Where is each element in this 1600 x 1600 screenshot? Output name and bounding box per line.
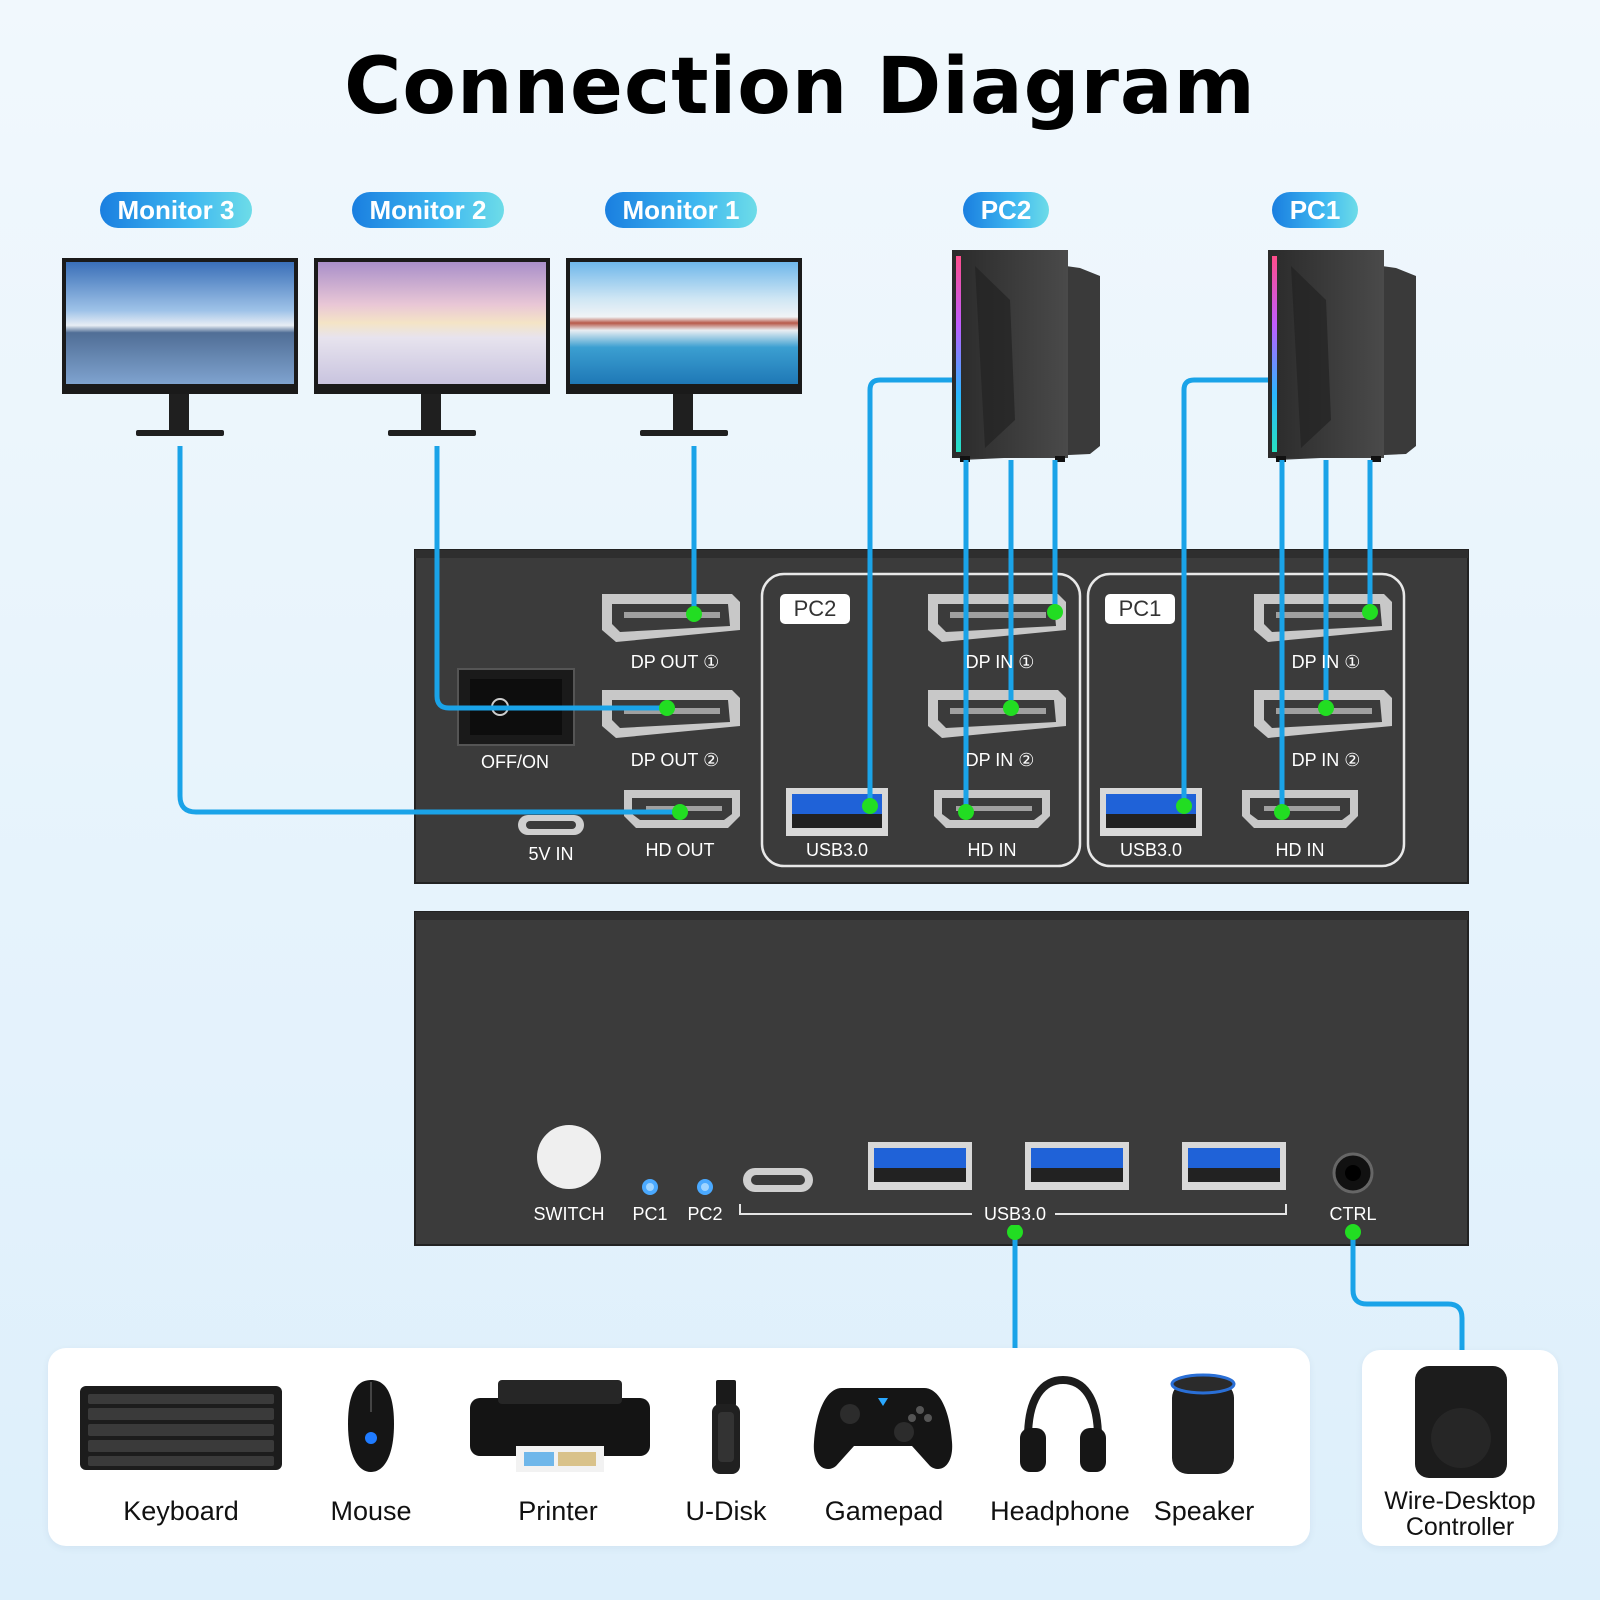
device-mouse-label: Mouse [330, 1496, 412, 1526]
front-usb-port-1[interactable] [868, 1142, 972, 1190]
harbor-village-wallpaper [570, 262, 798, 384]
controller-label: Wire-Desktop Controller [1384, 1487, 1536, 1541]
pc1-port-group [1086, 572, 1406, 868]
switch-label: SWITCH [533, 1204, 605, 1224]
pc1-led-label: PC1 [632, 1204, 668, 1224]
switch-button[interactable] [537, 1125, 601, 1189]
pc1-tower [1268, 250, 1416, 462]
page-title: Connection Diagram [344, 42, 1256, 132]
device-printer-label: Printer [518, 1496, 598, 1526]
device-gamepad-label: Gamepad [824, 1496, 944, 1526]
pc1-group-badge: PC1 [1105, 594, 1175, 624]
pc1-hdmi-in-port[interactable] [1242, 790, 1358, 828]
keyboard-icon [80, 1386, 282, 1470]
pc2-led-label: PC2 [687, 1204, 723, 1224]
pc1-dp-in-1-label: DP IN ① [1291, 652, 1361, 672]
speaker-icon [1170, 1373, 1236, 1474]
monitor-3 [62, 258, 298, 438]
pc1-hd-in-label: HD IN [1275, 840, 1325, 860]
pc2-tower [952, 250, 1100, 462]
desktop-controller-icon [1415, 1366, 1507, 1478]
pc2-group-badge: PC2 [780, 594, 850, 624]
pc2-dp-in-2-label: DP IN ② [965, 750, 1035, 770]
printer-icon [470, 1380, 650, 1472]
power-in-label: 5V IN [528, 844, 574, 864]
controller-card: Wire-Desktop Controller [1362, 1350, 1558, 1546]
usb-hub-label: USB3.0 [975, 1204, 1055, 1225]
front-panel [414, 911, 1469, 1246]
connection-dots [659, 604, 1378, 1240]
front-usb-port-2[interactable] [1025, 1142, 1129, 1190]
pc2-dp-in-1-label: DP IN ① [965, 652, 1035, 672]
front-usb-port-3[interactable] [1182, 1142, 1286, 1190]
mouse-icon [348, 1380, 394, 1472]
pc2-usb-label: USB3.0 [805, 840, 869, 860]
pc1-label: PC1 [1272, 192, 1358, 228]
device-speaker-label: Speaker [1153, 1496, 1255, 1526]
pc1-dp-in-2-label: DP IN ② [1291, 750, 1361, 770]
winter-trees-wallpaper [318, 262, 546, 384]
pc1-usb-label: USB3.0 [1119, 840, 1183, 860]
pc2-hdmi-in-port[interactable] [934, 790, 1050, 828]
dp-out-1-label: DP OUT ① [630, 652, 720, 672]
pc2-port-group [760, 572, 1082, 868]
hd-out-label: HD OUT [645, 840, 715, 860]
peripheral-devices-card: Keyboard Mouse Printer U-Disk Gamepad He… [48, 1348, 1310, 1546]
monitor-2-label: Monitor 2 [352, 192, 504, 228]
usb-drive-icon [712, 1380, 740, 1474]
device-headphone-label: Headphone [990, 1496, 1130, 1526]
ctrl-label: CTRL [1329, 1204, 1377, 1224]
power-switch-label: OFF/ON [481, 752, 549, 772]
pc2-hd-in-label: HD IN [967, 840, 1017, 860]
pc2-label: PC2 [963, 192, 1049, 228]
monitor-1-label: Monitor 1 [605, 192, 757, 228]
dp-out-2-label: DP OUT ② [630, 750, 720, 770]
cables [177, 377, 1465, 1350]
device-keyboard-label: Keyboard [123, 1496, 239, 1526]
device-u-disk-label: U-Disk [685, 1496, 767, 1526]
rear-panel [414, 549, 1469, 884]
monitor-3-label: Monitor 3 [100, 192, 252, 228]
monitor-2 [314, 258, 550, 438]
gamepad-icon [813, 1388, 953, 1469]
headphone-icon [1020, 1376, 1106, 1472]
monitor-1 [566, 258, 802, 438]
mountain-lake-wallpaper [66, 262, 294, 384]
